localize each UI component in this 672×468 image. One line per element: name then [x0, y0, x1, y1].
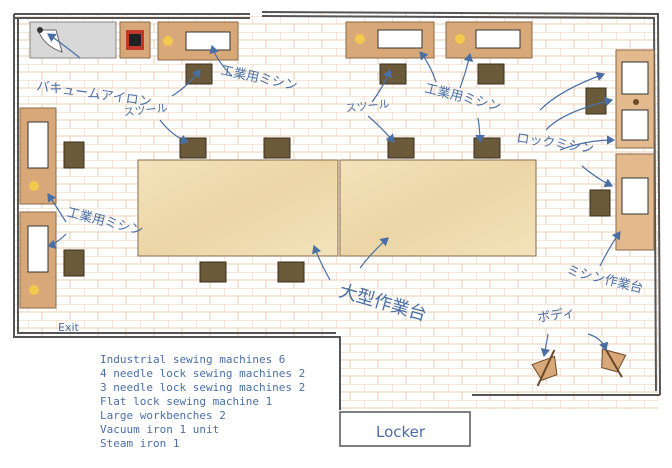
- equipment-item: Vacuum iron 1 unit: [100, 423, 219, 436]
- sewing-machine-top-left: [157, 21, 239, 61]
- equipment-item: 3 needle lock sewing machines 2: [100, 381, 305, 394]
- label-exit: Exit: [58, 321, 80, 334]
- equipment-item: Steam iron 1: [100, 437, 179, 450]
- sewing-machine-left-upper: [19, 107, 57, 205]
- equipment-item: Industrial sewing machines 6: [100, 353, 285, 366]
- large-workbench-left: [137, 159, 339, 257]
- sewing-machine-top-middle: [345, 21, 435, 59]
- label-stool-left: スツール: [123, 101, 168, 119]
- sewing-table-right: [615, 153, 655, 251]
- label-locker: Locker: [376, 423, 426, 441]
- label-arrows: [46, 33, 621, 358]
- equipment-list: Industrial sewing machines 6 4 needle lo…: [100, 353, 305, 450]
- lock-machines-right: [615, 49, 655, 149]
- sewing-machine-left-lower: [19, 211, 57, 309]
- equipment-item: 4 needle lock sewing machines 2: [100, 367, 305, 380]
- sewing-machine-top-right: [445, 21, 533, 59]
- walls: [13, 11, 661, 447]
- large-workbench-right: [339, 159, 537, 257]
- equipment-item: Flat lock sewing machine 1: [100, 395, 272, 408]
- steam-iron: [119, 21, 151, 59]
- equipment-item: Large workbenches 2: [100, 409, 226, 422]
- label-stool-right: スツール: [345, 97, 390, 115]
- dress-forms: [531, 342, 627, 387]
- label-body: ボディ: [536, 305, 576, 326]
- stools: [63, 63, 611, 283]
